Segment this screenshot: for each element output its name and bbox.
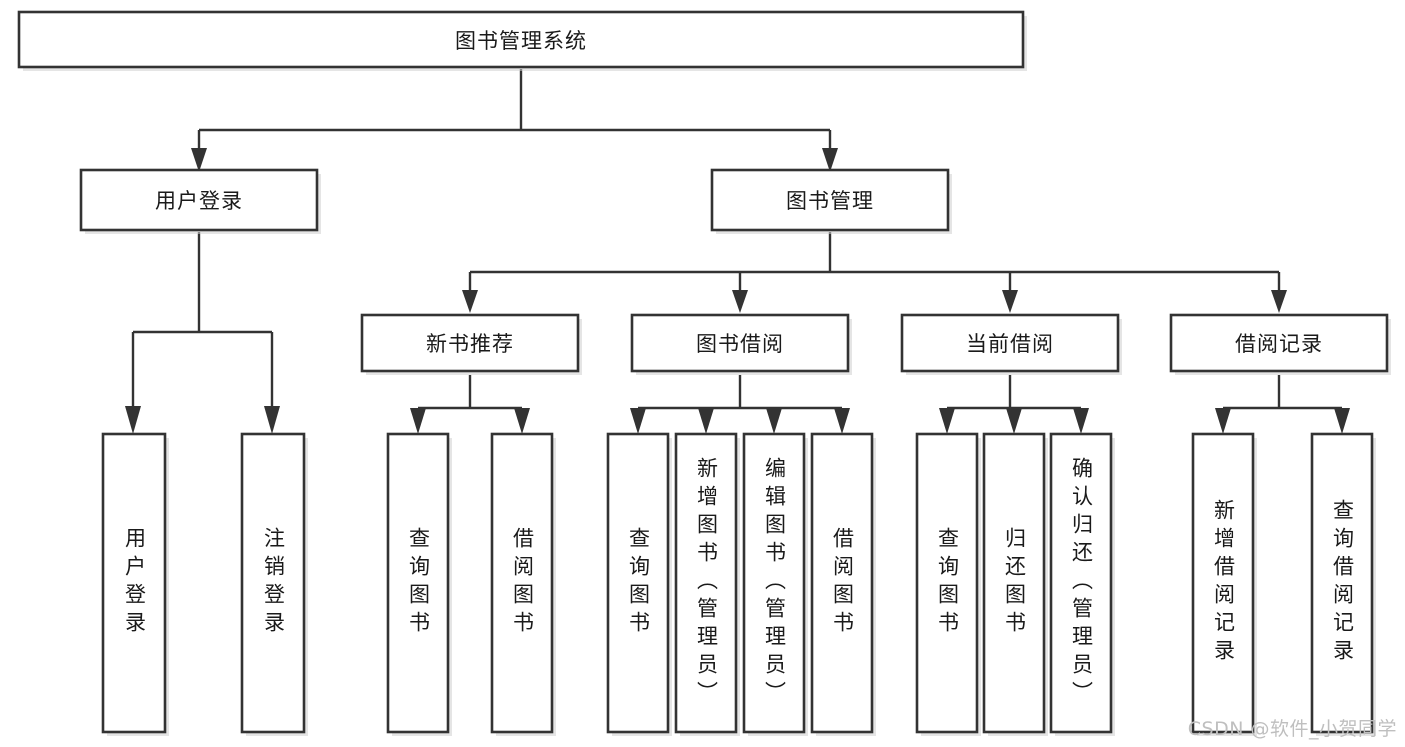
arrow-to-leaf3 xyxy=(410,408,426,434)
node-leaf2-label-wrap: 注销登录 xyxy=(261,527,286,639)
node-leaf1[interactable]: 用户登录 xyxy=(101,432,169,736)
arrow-to-bookmgmt xyxy=(822,148,838,172)
node-leaf11[interactable]: 确认归还（管理员） xyxy=(1049,432,1115,736)
node-leaf13-label: 查询借阅记录 xyxy=(1330,499,1355,667)
node-leaf3-label: 查询图书 xyxy=(406,527,431,639)
node-leaf5-box[interactable] xyxy=(606,432,670,734)
node-leaf8-label-wrap: 借阅图书 xyxy=(830,527,855,639)
node-current-label: 当前借阅 xyxy=(966,332,1054,356)
arrow-to-leaf6 xyxy=(698,408,714,434)
node-leaf7-box[interactable] xyxy=(742,432,806,734)
arrow-to-leaf11 xyxy=(1073,408,1089,434)
node-login-label: 用户登录 xyxy=(155,189,243,213)
arrow-to-current xyxy=(1002,290,1018,313)
node-leaf5-label-wrap: 查询图书 xyxy=(626,527,651,639)
node-leaf1-box[interactable] xyxy=(101,432,167,734)
arrow-to-leaf7 xyxy=(766,408,782,434)
node-leaf10-label: 归还图书 xyxy=(1002,527,1027,639)
arrow-to-leaf1 xyxy=(125,406,141,434)
node-leaf1-label: 用户登录 xyxy=(122,527,147,639)
node-leaf9-label: 查询图书 xyxy=(935,527,960,639)
node-leaf4[interactable]: 借阅图书 xyxy=(490,432,556,736)
node-leaf6-box[interactable] xyxy=(674,432,738,734)
node-current-box[interactable] xyxy=(900,313,1120,373)
node-leaf11-label: 确认归还（管理员） xyxy=(1069,457,1094,709)
node-newbook[interactable]: 新书推荐 xyxy=(360,313,582,375)
node-bookmgmt[interactable]: 图书管理 xyxy=(710,168,952,234)
node-records-box[interactable] xyxy=(1169,313,1389,373)
node-leaf9-box[interactable] xyxy=(915,432,979,734)
node-borrow-label: 图书借阅 xyxy=(696,332,784,356)
arrow-to-leaf10 xyxy=(1006,408,1022,434)
node-leaf10-box[interactable] xyxy=(982,432,1046,734)
arrow-to-newbook xyxy=(462,290,478,313)
node-leaf8-label: 借阅图书 xyxy=(830,527,855,639)
node-leaf10-label-wrap: 归还图书 xyxy=(1002,527,1027,639)
node-leaf1-label-wrap: 用户登录 xyxy=(122,527,147,639)
node-leaf5[interactable]: 查询图书 xyxy=(606,432,672,736)
node-current[interactable]: 当前借阅 xyxy=(900,313,1122,375)
node-leaf2-box[interactable] xyxy=(240,432,306,734)
node-leaf9-label-wrap: 查询图书 xyxy=(935,527,960,639)
csdn-watermark: CSDN @软件_小贺同学 xyxy=(1187,718,1397,740)
node-leaf10[interactable]: 归还图书 xyxy=(982,432,1048,736)
node-leaf6-label-wrap: 新增图书（管理员） xyxy=(694,457,719,709)
node-leaf6[interactable]: 新增图书（管理员） xyxy=(674,432,740,736)
node-leaf5-label: 查询图书 xyxy=(626,527,651,639)
node-leaf13-box[interactable] xyxy=(1310,432,1374,734)
node-borrow[interactable]: 图书借阅 xyxy=(630,313,852,375)
node-borrow-box[interactable] xyxy=(630,313,850,373)
node-root-box[interactable] xyxy=(17,10,1025,69)
arrow-to-records xyxy=(1271,290,1287,313)
node-leaf4-box[interactable] xyxy=(490,432,554,734)
node-records[interactable]: 借阅记录 xyxy=(1169,313,1391,375)
node-leaf9[interactable]: 查询图书 xyxy=(915,432,981,736)
node-leaf12-box[interactable] xyxy=(1191,432,1255,734)
node-login-box[interactable] xyxy=(79,168,319,232)
node-leaf7-label: 编辑图书（管理员） xyxy=(762,457,787,709)
node-bookmgmt-label: 图书管理 xyxy=(786,189,874,213)
node-newbook-box[interactable] xyxy=(360,313,580,373)
node-leaf12-label: 新增借阅记录 xyxy=(1211,499,1236,667)
node-login[interactable]: 用户登录 xyxy=(79,168,321,234)
node-leaf2[interactable]: 注销登录 xyxy=(240,432,308,736)
node-leaf6-label: 新增图书（管理员） xyxy=(694,457,719,709)
arrow-to-leaf9 xyxy=(939,408,955,434)
node-root-label: 图书管理系统 xyxy=(455,29,587,53)
node-leaf13[interactable]: 查询借阅记录 xyxy=(1310,432,1376,736)
node-leaf11-box[interactable] xyxy=(1049,432,1113,734)
node-leaf13-label-wrap: 查询借阅记录 xyxy=(1330,499,1355,667)
arrow-to-leaf13 xyxy=(1334,408,1350,434)
node-leaf3-box[interactable] xyxy=(386,432,450,734)
node-leaf12[interactable]: 新增借阅记录 xyxy=(1191,432,1257,736)
arrow-to-leaf5 xyxy=(630,408,646,434)
arrow-to-leaf2 xyxy=(264,406,280,434)
node-leaf7[interactable]: 编辑图书（管理员） xyxy=(742,432,808,736)
node-leaf8[interactable]: 借阅图书 xyxy=(810,432,876,736)
node-leaf2-label: 注销登录 xyxy=(261,527,286,639)
connector-layer xyxy=(125,69,1350,434)
arrow-to-leaf8 xyxy=(834,408,850,434)
node-bookmgmt-box[interactable] xyxy=(710,168,950,232)
node-newbook-label: 新书推荐 xyxy=(426,332,514,356)
arrow-to-borrow xyxy=(732,290,748,313)
arrow-to-login xyxy=(191,148,207,172)
arrow-to-leaf4 xyxy=(514,408,530,434)
node-leaf3[interactable]: 查询图书 xyxy=(386,432,452,736)
node-leaf7-label-wrap: 编辑图书（管理员） xyxy=(762,457,787,709)
node-records-label: 借阅记录 xyxy=(1235,332,1323,356)
arrow-to-leaf12 xyxy=(1215,408,1231,434)
node-root[interactable]: 图书管理系统 xyxy=(17,10,1027,71)
node-leaf4-label-wrap: 借阅图书 xyxy=(510,527,535,639)
node-leaf3-label-wrap: 查询图书 xyxy=(406,527,431,639)
node-leaf4-label: 借阅图书 xyxy=(510,527,535,639)
node-leaf11-label-wrap: 确认归还（管理员） xyxy=(1069,457,1094,709)
node-leaf8-box[interactable] xyxy=(810,432,874,734)
node-leaf12-label-wrap: 新增借阅记录 xyxy=(1211,499,1236,667)
